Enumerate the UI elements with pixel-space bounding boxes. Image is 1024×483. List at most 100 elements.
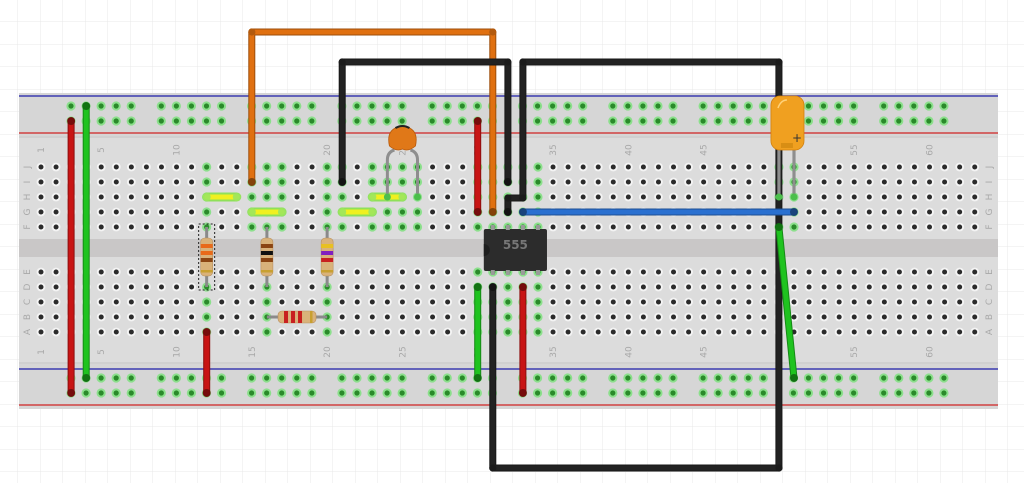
hole-J48[interactable] <box>744 162 754 172</box>
hole-H42[interactable] <box>654 192 663 202</box>
hole-F52[interactable] <box>804 222 814 232</box>
hole-G19[interactable] <box>307 207 317 217</box>
hole-C57[interactable] <box>879 297 889 307</box>
hole-E58[interactable] <box>895 267 904 277</box>
hole-B53[interactable] <box>819 312 829 322</box>
hole-H54[interactable] <box>834 192 844 202</box>
hole-E29[interactable] <box>458 267 468 277</box>
hole-B37[interactable] <box>578 312 588 322</box>
hole-A45[interactable] <box>699 327 709 337</box>
rail-hole-rt2-48[interactable] <box>924 116 934 126</box>
hole-F51[interactable] <box>789 222 799 232</box>
hole-I39[interactable] <box>608 177 618 187</box>
hole-C12[interactable] <box>202 297 212 307</box>
hole-H21[interactable] <box>337 192 347 202</box>
rail-hole-rb1-45[interactable] <box>879 373 889 383</box>
hole-D14[interactable] <box>232 282 242 292</box>
hole-D22[interactable] <box>352 282 362 292</box>
resistor-1[interactable] <box>198 223 216 291</box>
hole-E53[interactable] <box>819 267 829 277</box>
hole-D17[interactable] <box>277 282 287 292</box>
hole-A49[interactable] <box>759 327 769 337</box>
hole-G58[interactable] <box>895 207 904 217</box>
hole-I45[interactable] <box>699 177 709 187</box>
hole-D36[interactable] <box>563 282 573 292</box>
hole-F5[interactable] <box>96 222 106 232</box>
rail-hole-rt2-9[interactable] <box>216 116 227 126</box>
hole-E57[interactable] <box>879 267 889 277</box>
rail-hole-rb2-9[interactable] <box>216 388 227 398</box>
hole-F56[interactable] <box>864 222 874 232</box>
hole-D2[interactable] <box>51 282 61 292</box>
hole-D55[interactable] <box>849 282 859 292</box>
hole-D38[interactable] <box>593 282 603 292</box>
hole-A55[interactable] <box>849 327 859 337</box>
hole-C63[interactable] <box>970 297 980 307</box>
hole-A29[interactable] <box>458 327 468 337</box>
hole-B23[interactable] <box>367 312 377 322</box>
rail-hole-rt1-36[interactable] <box>713 101 723 111</box>
hole-F26[interactable] <box>412 222 423 232</box>
rail-hole-rt1-4[interactable] <box>126 101 136 111</box>
rail-hole-rb2-40[interactable] <box>788 388 799 398</box>
hole-C37[interactable] <box>578 297 588 307</box>
wire-red-col30-top[interactable] <box>473 117 482 216</box>
hole-E38[interactable] <box>593 267 603 277</box>
rail-hole-rt2-3[interactable] <box>111 116 121 126</box>
hole-F42[interactable] <box>654 222 663 232</box>
hole-E46[interactable] <box>714 267 724 277</box>
rail-hole-rt2-33[interactable] <box>653 116 663 126</box>
hole-I47[interactable] <box>729 177 739 187</box>
hole-H37[interactable] <box>578 192 588 202</box>
rail-hole-rt1-30[interactable] <box>608 101 618 111</box>
rail-hole-rt1-20[interactable] <box>427 101 437 111</box>
hole-C25[interactable] <box>398 297 407 307</box>
hole-D34[interactable] <box>533 282 543 292</box>
hole-B14[interactable] <box>232 312 242 322</box>
hole-A44[interactable] <box>684 327 693 337</box>
hole-C8[interactable] <box>142 297 151 307</box>
hole-C54[interactable] <box>834 297 844 307</box>
rail-hole-rt1-2[interactable] <box>96 101 106 111</box>
hole-D58[interactable] <box>895 282 904 292</box>
hole-J11[interactable] <box>187 162 197 172</box>
hole-D62[interactable] <box>955 282 965 292</box>
rail-hole-rt2-5[interactable] <box>156 116 166 126</box>
rail-hole-rb2-29[interactable] <box>578 388 588 398</box>
hole-D63[interactable] <box>970 282 980 292</box>
hole-E54[interactable] <box>834 267 844 277</box>
hole-J37[interactable] <box>578 162 588 172</box>
rail-hole-rt2-6[interactable] <box>171 116 181 126</box>
rail-hole-rb1-13[interactable] <box>292 373 302 383</box>
hole-H56[interactable] <box>864 192 874 202</box>
rail-hole-rb1-32[interactable] <box>638 373 648 383</box>
hole-E7[interactable] <box>126 267 136 277</box>
hole-J29[interactable] <box>458 162 468 172</box>
hole-F28[interactable] <box>443 222 453 232</box>
hole-A10[interactable] <box>172 327 181 337</box>
hole-A34[interactable] <box>533 327 543 337</box>
hole-F10[interactable] <box>172 222 181 232</box>
hole-I37[interactable] <box>578 177 588 187</box>
rail-hole-rt2-12[interactable] <box>277 116 287 126</box>
hole-F38[interactable] <box>593 222 603 232</box>
hole-D39[interactable] <box>608 282 618 292</box>
rail-hole-rt2-26[interactable] <box>532 116 543 126</box>
hole-B29[interactable] <box>458 312 468 322</box>
hole-H48[interactable] <box>744 192 754 202</box>
hole-C60[interactable] <box>925 297 934 307</box>
hole-F21[interactable] <box>337 222 347 232</box>
hole-B42[interactable] <box>654 312 663 322</box>
hole-B11[interactable] <box>187 312 197 322</box>
hole-E25[interactable] <box>398 267 407 277</box>
hole-A36[interactable] <box>563 327 573 337</box>
hole-E52[interactable] <box>804 267 814 277</box>
rail-hole-rb2-10[interactable] <box>247 388 257 398</box>
hole-H35[interactable] <box>548 192 558 202</box>
hole-H59[interactable] <box>910 192 919 202</box>
hole-I60[interactable] <box>925 177 934 187</box>
hole-A21[interactable] <box>337 327 347 337</box>
rail-hole-rt2-17[interactable] <box>367 116 377 126</box>
hole-E1[interactable] <box>36 267 46 277</box>
hole-I61[interactable] <box>940 177 949 187</box>
